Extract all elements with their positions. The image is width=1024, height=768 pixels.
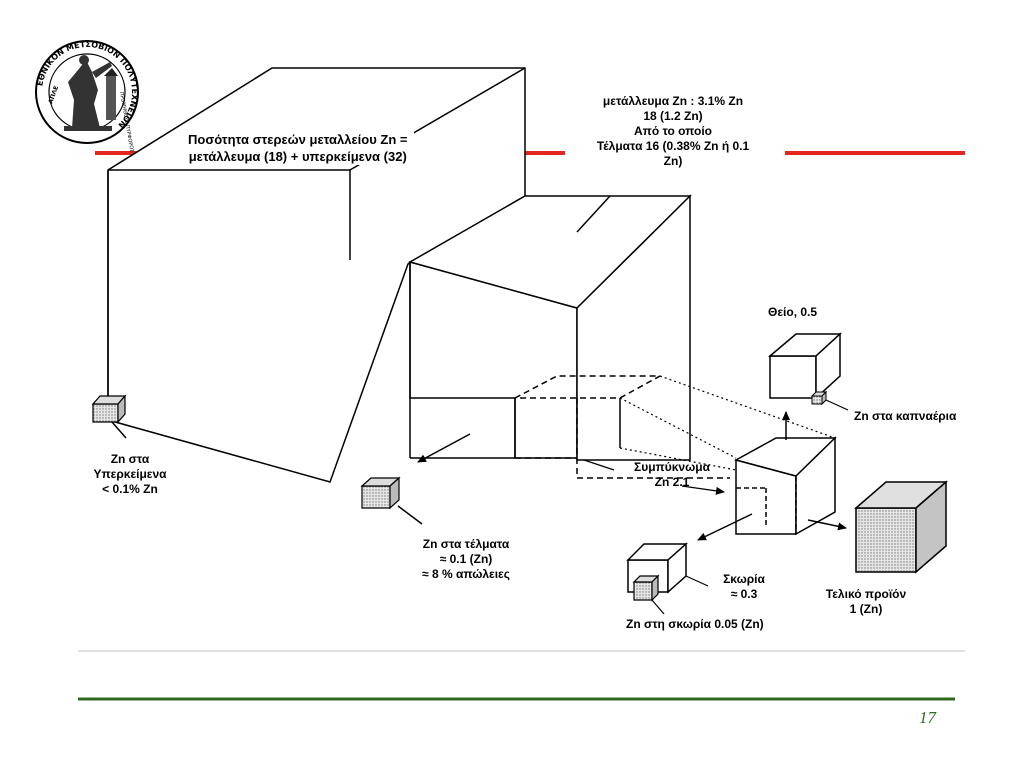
ore-callout-line [576,195,611,233]
title-label: Ποσότητα στερεών μεταλλείου Zn = μετάλλε… [182,131,414,165]
medium-cube-ore [408,194,692,461]
dotted-projection-lines [619,375,836,471]
flue-gas-pointer [825,399,849,411]
flue-gas-zn-cube [810,390,828,406]
slag-label: Σκωρία ≈ 0.3 [723,572,765,601]
small-cube-overburden [91,394,127,424]
final-product-label: Τελικό προϊόν 1 (Zn) [825,587,907,616]
concentrate-pointer-arrow [681,485,725,495]
tailings-label: Zn στα τέλματα ≈ 0.1 (Zn) ≈ 8 % απώλειες [422,537,510,581]
final-product-cube [853,480,949,574]
ore-label: μετάλλευμα Zn : 3.1% Zn 18 (1.2 Zn) Από … [573,94,773,169]
overburden-pointer [111,421,127,439]
slag-zn-label: Zn στη σκωρία 0.05 (Zn) [626,617,764,631]
concentrate-callout-line [583,459,615,471]
overburden-label: Zn στα Υπερκείμενα < 0.1% Zn [93,452,167,496]
tailings-arrow [417,433,471,463]
sulfur-cube [767,332,842,400]
concentrate-label: Συμπύκνωμα Zn 2.1 [634,460,710,489]
concentrate-cube [734,436,837,536]
page-number: 17 [919,708,936,727]
ntua-seal-icon: ΕΘΝΙΚΟΝ ΜΕΤΣΟΒΙΟΝ ΠΟΛΥΤΕΧΝΕΙΟΝ ΠΡΟΜΗΘΕΥΣ… [35,40,139,153]
tailings-pointer [397,505,423,525]
slag-pointer [685,575,709,587]
flue-gas-label: Zn στα καπναέρια [854,409,957,423]
slag-zn-pointer [651,599,665,615]
slag-zn-cube [632,574,660,602]
final-product-arrow [807,519,847,531]
sulfur-label: Θείο, 0.5 [768,305,818,319]
small-cube-tailings [360,476,401,510]
slag-arrow [697,513,753,541]
